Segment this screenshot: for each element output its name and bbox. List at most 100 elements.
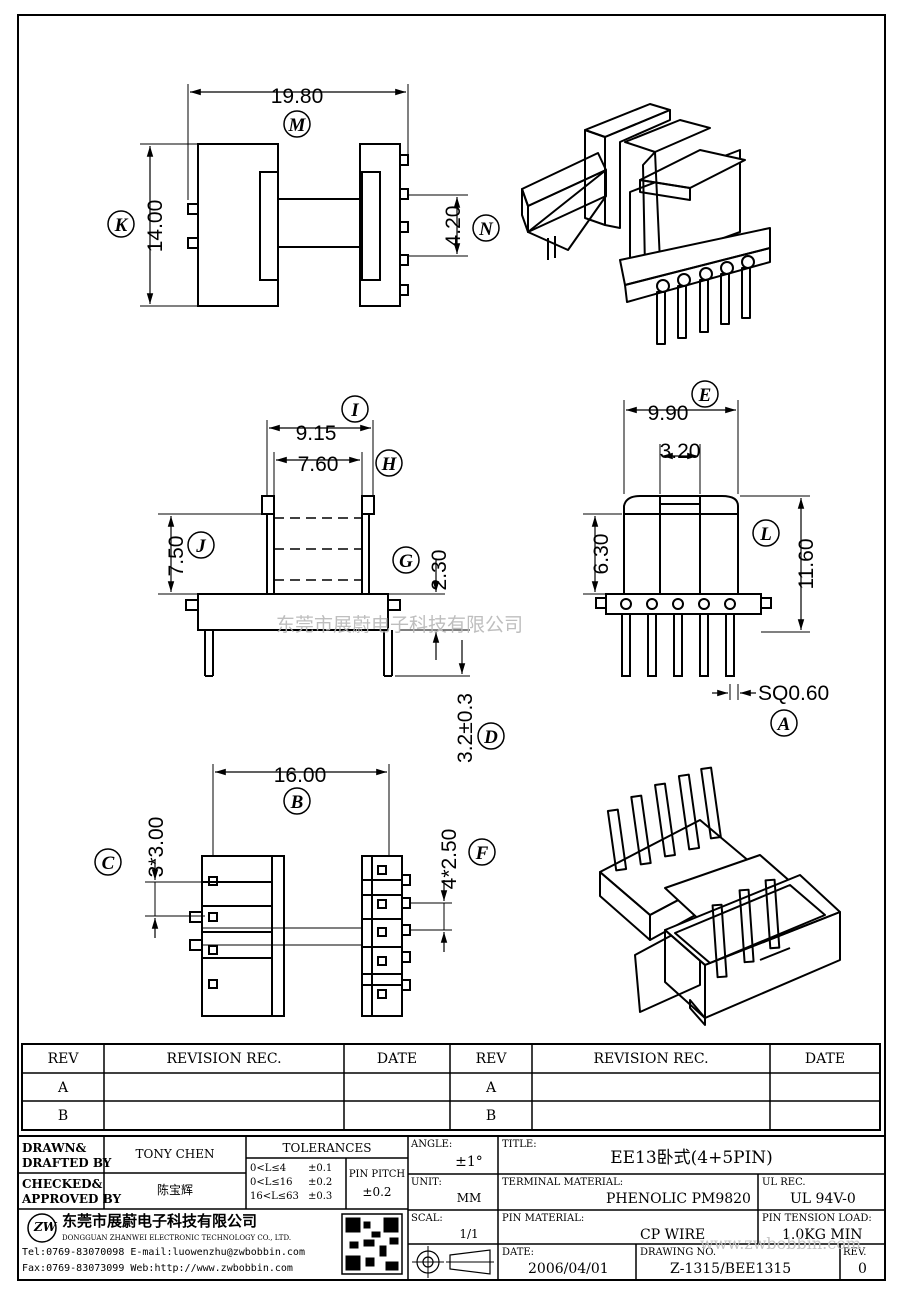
svg-text:B: B [290, 792, 304, 813]
svg-text:K: K [114, 215, 129, 236]
callout-k: K [107, 210, 135, 238]
tol-range-3: 16<L≤63 [250, 1191, 299, 1202]
rev-val: 0 [858, 1261, 867, 1277]
callout-f: F [468, 838, 496, 866]
dim-pitch-right: 4*2.50 [438, 829, 461, 890]
rev-row-b-left: B [57, 1108, 69, 1124]
dim-width-top: 19.80 [271, 85, 324, 108]
angle-label: ANGLE: [411, 1139, 453, 1150]
svg-text:F: F [475, 843, 489, 864]
dim-bobbin-end: 6.30 [590, 534, 613, 575]
watermark-web: www.zwbobbin.com [700, 1234, 862, 1253]
rev-row-a-right: A [485, 1080, 497, 1096]
drawing-no-label: DRAWING NO. [640, 1247, 717, 1258]
callout-n: N [472, 214, 500, 242]
ul-val: UL 94V-0 [790, 1191, 856, 1207]
company-fax: Fax:0769-83073099 Web:http://www.zwbobbi… [22, 1263, 293, 1274]
angle-val: ±1° [455, 1154, 483, 1170]
checked-label-2: APPROVED BY [22, 1192, 122, 1206]
svg-text:7.50: 7.50 [165, 536, 188, 577]
svg-text:I: I [350, 400, 359, 421]
revision-rec-header-1: REVISION REC. [166, 1051, 282, 1067]
drawn-by: TONY CHEN [135, 1147, 215, 1161]
tol-range-2: 0<L≤16 [250, 1177, 293, 1188]
dim-total-end: 11.60 [795, 539, 818, 590]
revision-table [21, 1043, 881, 1131]
revision-rec-header-2: REVISION REC. [593, 1051, 709, 1067]
pin-material-label: PIN MATERIAL: [502, 1213, 585, 1224]
svg-text:4*2.50: 4*2.50 [438, 829, 461, 890]
svg-text:3.2±0.3: 3.2±0.3 [454, 693, 477, 763]
pin-pitch-label: PIN PITCH [348, 1169, 406, 1180]
date-val: 2006/04/01 [528, 1261, 609, 1277]
svg-text:M: M [288, 115, 307, 136]
end-view [583, 400, 810, 700]
svg-text:C: C [102, 853, 115, 874]
svg-text:6.30: 6.30 [590, 534, 613, 575]
svg-text:N: N [478, 219, 494, 240]
isometric-view-bottom [599, 766, 841, 1026]
ul-label: UL REC. [762, 1177, 806, 1188]
company-tel: Tel:0769-83070098 E-mail:luowenzhu@zwbob… [22, 1247, 305, 1258]
callout-m: M [283, 110, 311, 138]
callout-c: C [94, 848, 122, 876]
drawn-label-2: DRAFTED BY [22, 1156, 112, 1170]
dim-pin-sq: SQ0.60 [758, 682, 829, 705]
dim-center-end: 3.20 [660, 440, 701, 463]
tol-val-1: ±0.1 [308, 1163, 333, 1174]
company-name-en: DONGGUAN ZHANWEI ELECTRONIC TECHNOLOGY C… [62, 1234, 292, 1242]
rev-header-2: REV [475, 1051, 507, 1067]
isometric-view-top [521, 103, 771, 345]
rev-row-b-right: B [485, 1108, 497, 1124]
callout-i: I [341, 395, 369, 423]
pin-pitch-val: ±0.2 [362, 1185, 392, 1199]
tol-val-3: ±0.3 [308, 1191, 333, 1202]
rev-header-1: REV [47, 1051, 79, 1067]
tolerances-label: TOLERANCES [282, 1141, 372, 1155]
title-label: TITLE: [502, 1139, 537, 1150]
scale-label: SCAL: [411, 1213, 443, 1224]
svg-text:J: J [195, 536, 206, 557]
title-val: EE13卧式(4+5PIN) [610, 1148, 773, 1168]
dim-height-top: 14.00 [144, 200, 167, 253]
drawn-label-1: DRAWN& [22, 1141, 87, 1155]
callout-h: H [375, 449, 403, 477]
callout-e: E [691, 380, 719, 408]
terminal-material-label: TERMINAL MATERIAL: [502, 1177, 624, 1188]
dim-inner-side: 7.60 [298, 453, 339, 476]
tol-range-1: 0<L≤4 [250, 1163, 287, 1174]
callout-a: A [770, 709, 798, 737]
svg-text:G: G [399, 551, 413, 572]
callout-g: G [392, 546, 420, 574]
watermark-text: 东莞市展蔚电子科技有限公司 [276, 614, 523, 636]
side-view [158, 420, 470, 677]
dim-gap-top: 4.20 [442, 206, 465, 247]
rev-row-a-left: A [57, 1080, 69, 1096]
svg-text:2.30: 2.30 [428, 550, 451, 591]
company-name-cn: 东莞市展蔚电子科技有限公司 [62, 1212, 258, 1230]
pin-tension-val: 1.0KG MIN [782, 1227, 863, 1243]
callout-d: D [477, 722, 505, 750]
pin-tension-label: PIN TENSION LOAD: [762, 1213, 872, 1224]
svg-text:L: L [759, 524, 772, 545]
unit-val: MM [456, 1191, 482, 1205]
dim-flange-side: 2.30 [428, 550, 451, 591]
rev-label: REV. [843, 1247, 867, 1258]
dim-pitch-left: 3*3.00 [145, 817, 168, 878]
dim-width-end: 9.90 [648, 402, 689, 425]
tol-val-2: ±0.2 [308, 1177, 333, 1188]
terminal-material-val: PHENOLIC PM9820 [606, 1191, 751, 1207]
svg-text:3*3.00: 3*3.00 [145, 817, 168, 878]
company-logo-icon: ZW [34, 1220, 57, 1234]
dim-pin-length: 3.2±0.3 [454, 693, 477, 763]
svg-text:H: H [381, 454, 398, 475]
date-header-1: DATE [376, 1051, 418, 1067]
scale-val: 1/1 [459, 1227, 479, 1241]
svg-text:D: D [483, 727, 498, 748]
top-view [140, 84, 468, 307]
date-header-2: DATE [804, 1051, 846, 1067]
svg-text:11.60: 11.60 [795, 539, 818, 590]
callout-b: B [283, 787, 311, 815]
svg-text:E: E [698, 385, 712, 406]
